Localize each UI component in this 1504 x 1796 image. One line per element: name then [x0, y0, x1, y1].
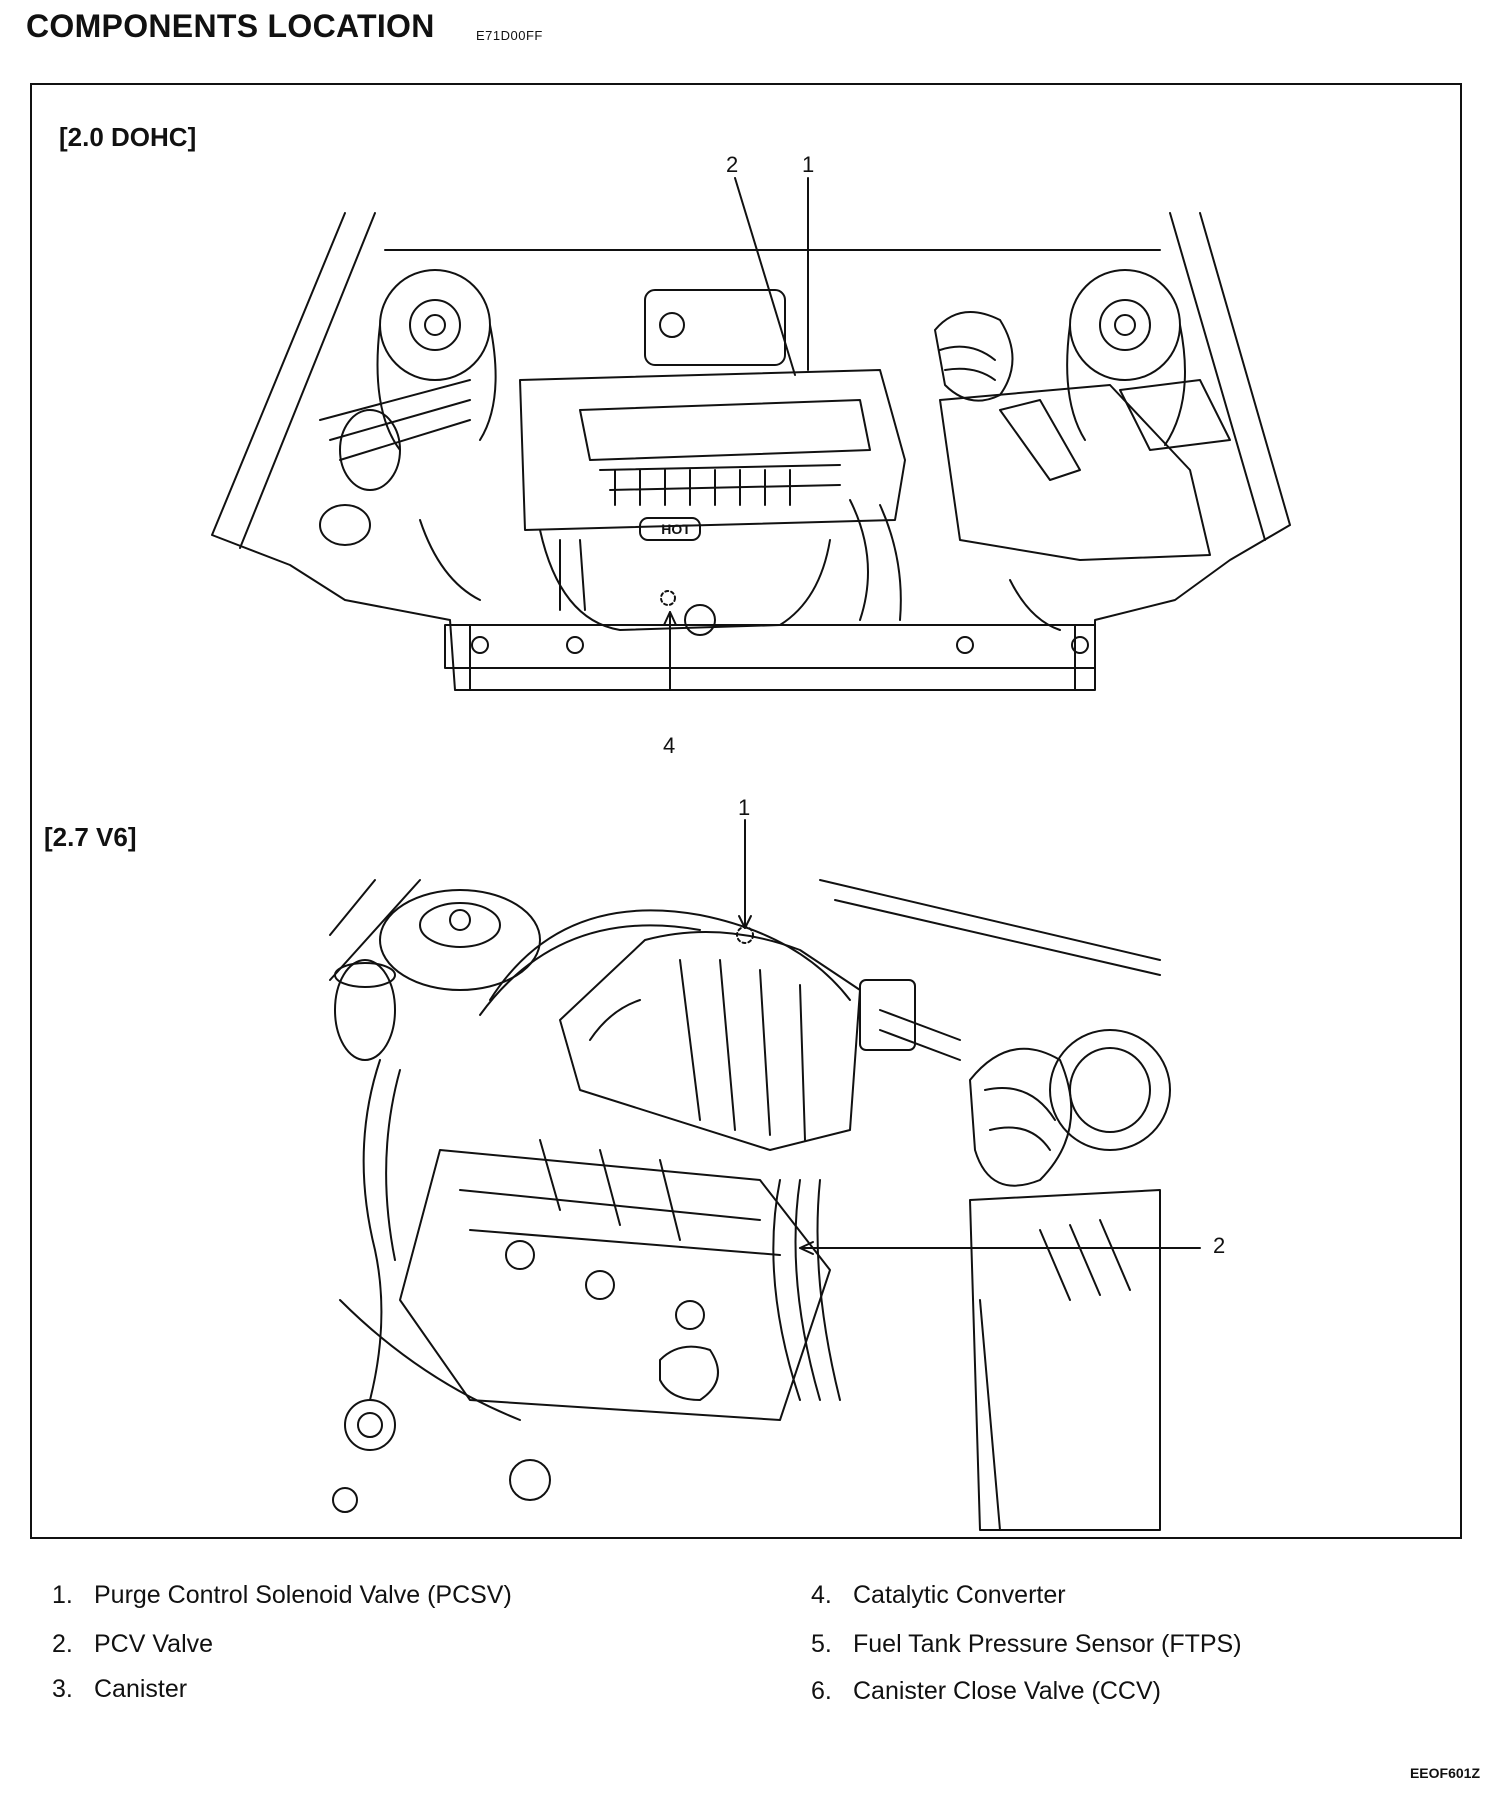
dohc-callout-2: 2 [726, 152, 739, 177]
legend-item-label: Catalytic Converter [853, 1581, 1066, 1609]
legend-item-number: 5. [811, 1630, 832, 1658]
legend-item-label: PCV Valve [94, 1630, 214, 1658]
legend-item-number: 1. [52, 1581, 73, 1609]
legend-item-2: 2. PCV Valve [52, 1630, 213, 1659]
legend-item-label: Canister Close Valve (CCV) [853, 1677, 1161, 1705]
legend-item-number: 2. [52, 1630, 73, 1658]
v6-section-label: [2.7 V6] [44, 822, 137, 852]
dohc-callout-1: 1 [802, 152, 815, 177]
legend-item-label: Fuel Tank Pressure Sensor (FTPS) [853, 1630, 1242, 1658]
legend-item-label: Purge Control Solenoid Valve (PCSV) [94, 1581, 512, 1609]
legend-item-number: 3. [52, 1675, 73, 1703]
v6-engine-bay-drawing [329, 819, 1201, 1531]
v6-callout-2: 2 [1213, 1233, 1226, 1258]
legend-item-6: 6. Canister Close Valve (CCV) [811, 1677, 1161, 1706]
legend-item-label: Canister [94, 1675, 188, 1703]
legend-item-1: 1. Purge Control Solenoid Valve (PCSV) [52, 1581, 512, 1610]
dohc-engine-bay-drawing [211, 177, 1291, 691]
legend-item-number: 4. [811, 1581, 832, 1609]
dohc-section-label: [2.0 DOHC] [59, 122, 197, 152]
document-code: E71D00FF [476, 28, 543, 43]
figure-frame [30, 83, 1462, 1539]
legend-item-5: 5. Fuel Tank Pressure Sensor (FTPS) [811, 1630, 1242, 1659]
dohc-callout-4: 4 [663, 733, 676, 758]
hot-warning-label: HOT [661, 521, 691, 537]
legend-item-number: 6. [811, 1677, 832, 1705]
legend-item-4: 4. Catalytic Converter [811, 1581, 1066, 1610]
v6-callout-1: 1 [738, 795, 751, 820]
figure-code: EEOF601Z [1409, 1765, 1480, 1781]
page-title: COMPONENTS LOCATION [26, 8, 435, 44]
legend-item-3: 3. Canister [52, 1675, 187, 1704]
